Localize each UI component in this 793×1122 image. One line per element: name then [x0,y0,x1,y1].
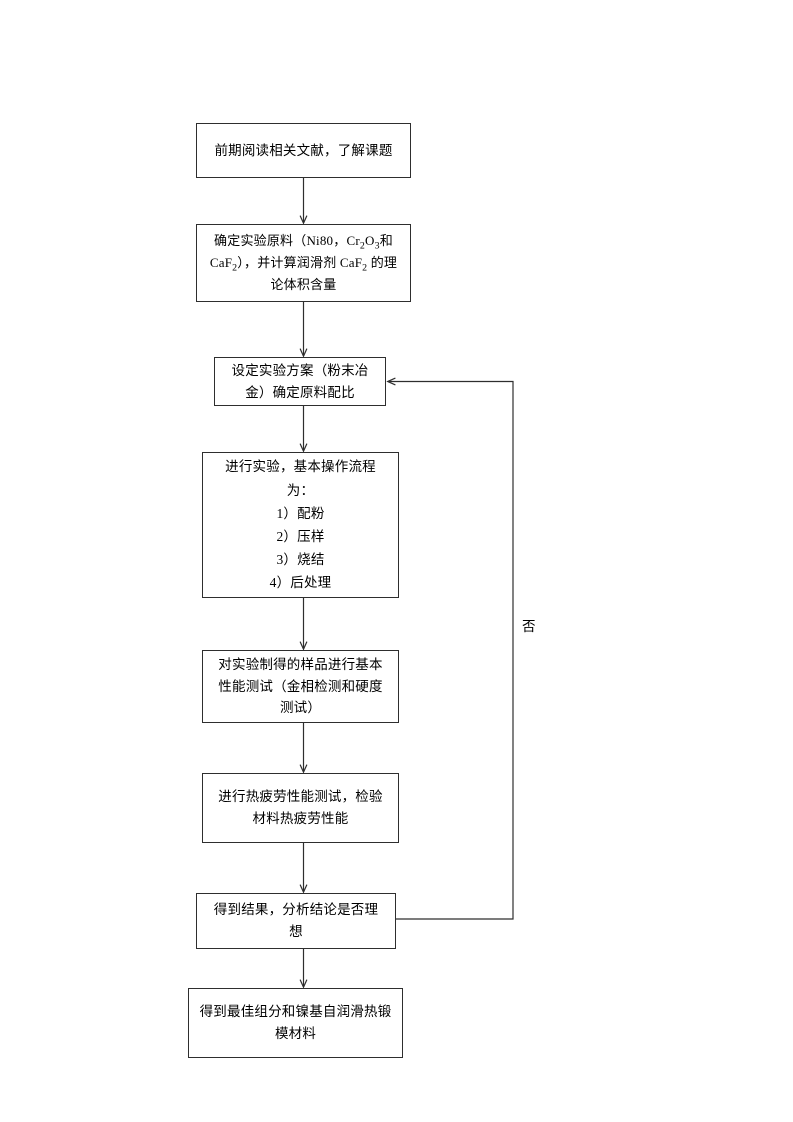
edge-results-feedback-to-scheme [388,382,514,920]
edge-label-no: 否 [522,619,536,634]
node-conduct-experiment[interactable]: 进行实验，基本操作流程为： 1）配粉 2）压样 3）烧结 4）后处理 [202,452,399,598]
node-thermal-fatigue-test-text: 进行热疲劳性能测试，检验材料热疲劳性能 [218,789,383,826]
node-basic-performance-test-text: 对实验制得的样品进行基本性能测试（金相检测和硬度测试） [218,656,383,716]
node-thermal-fatigue-test[interactable]: 进行热疲劳性能测试，检验材料热疲劳性能 [202,773,399,843]
node-basic-performance-test[interactable]: 对实验制得的样品进行基本性能测试（金相检测和硬度测试） [202,650,399,723]
node-literature-review-text: 前期阅读相关文献，了解课题 [214,142,393,158]
node-conduct-experiment-text: 进行实验，基本操作流程为： 1）配粉 2）压样 3）烧结 4）后处理 [225,459,376,591]
node-final-material-outcome[interactable]: 得到最佳组分和镍基自润滑热锻模材料 [188,988,403,1058]
node-analyze-results-decision-text: 得到结果，分析结论是否理想 [213,902,379,939]
node-set-experiment-scheme-text: 设定实验方案（粉末冶金）确定原料配比 [231,362,369,400]
node-determine-materials[interactable]: 确定实验原料（Ni80，Cr2O3和CaF2），并计算润滑剂 CaF2 的理论体… [196,224,411,302]
node-literature-review[interactable]: 前期阅读相关文献，了解课题 [196,123,411,178]
node-final-material-outcome-text: 得到最佳组分和镍基自润滑热锻模材料 [199,1004,392,1041]
node-analyze-results-decision[interactable]: 得到结果，分析结论是否理想 [196,893,396,949]
node-determine-materials-text: 确定实验原料（Ni80，Cr2O3和CaF2），并计算润滑剂 CaF2 的理论体… [209,233,398,292]
node-set-experiment-scheme[interactable]: 设定实验方案（粉末冶金）确定原料配比 [214,357,386,406]
